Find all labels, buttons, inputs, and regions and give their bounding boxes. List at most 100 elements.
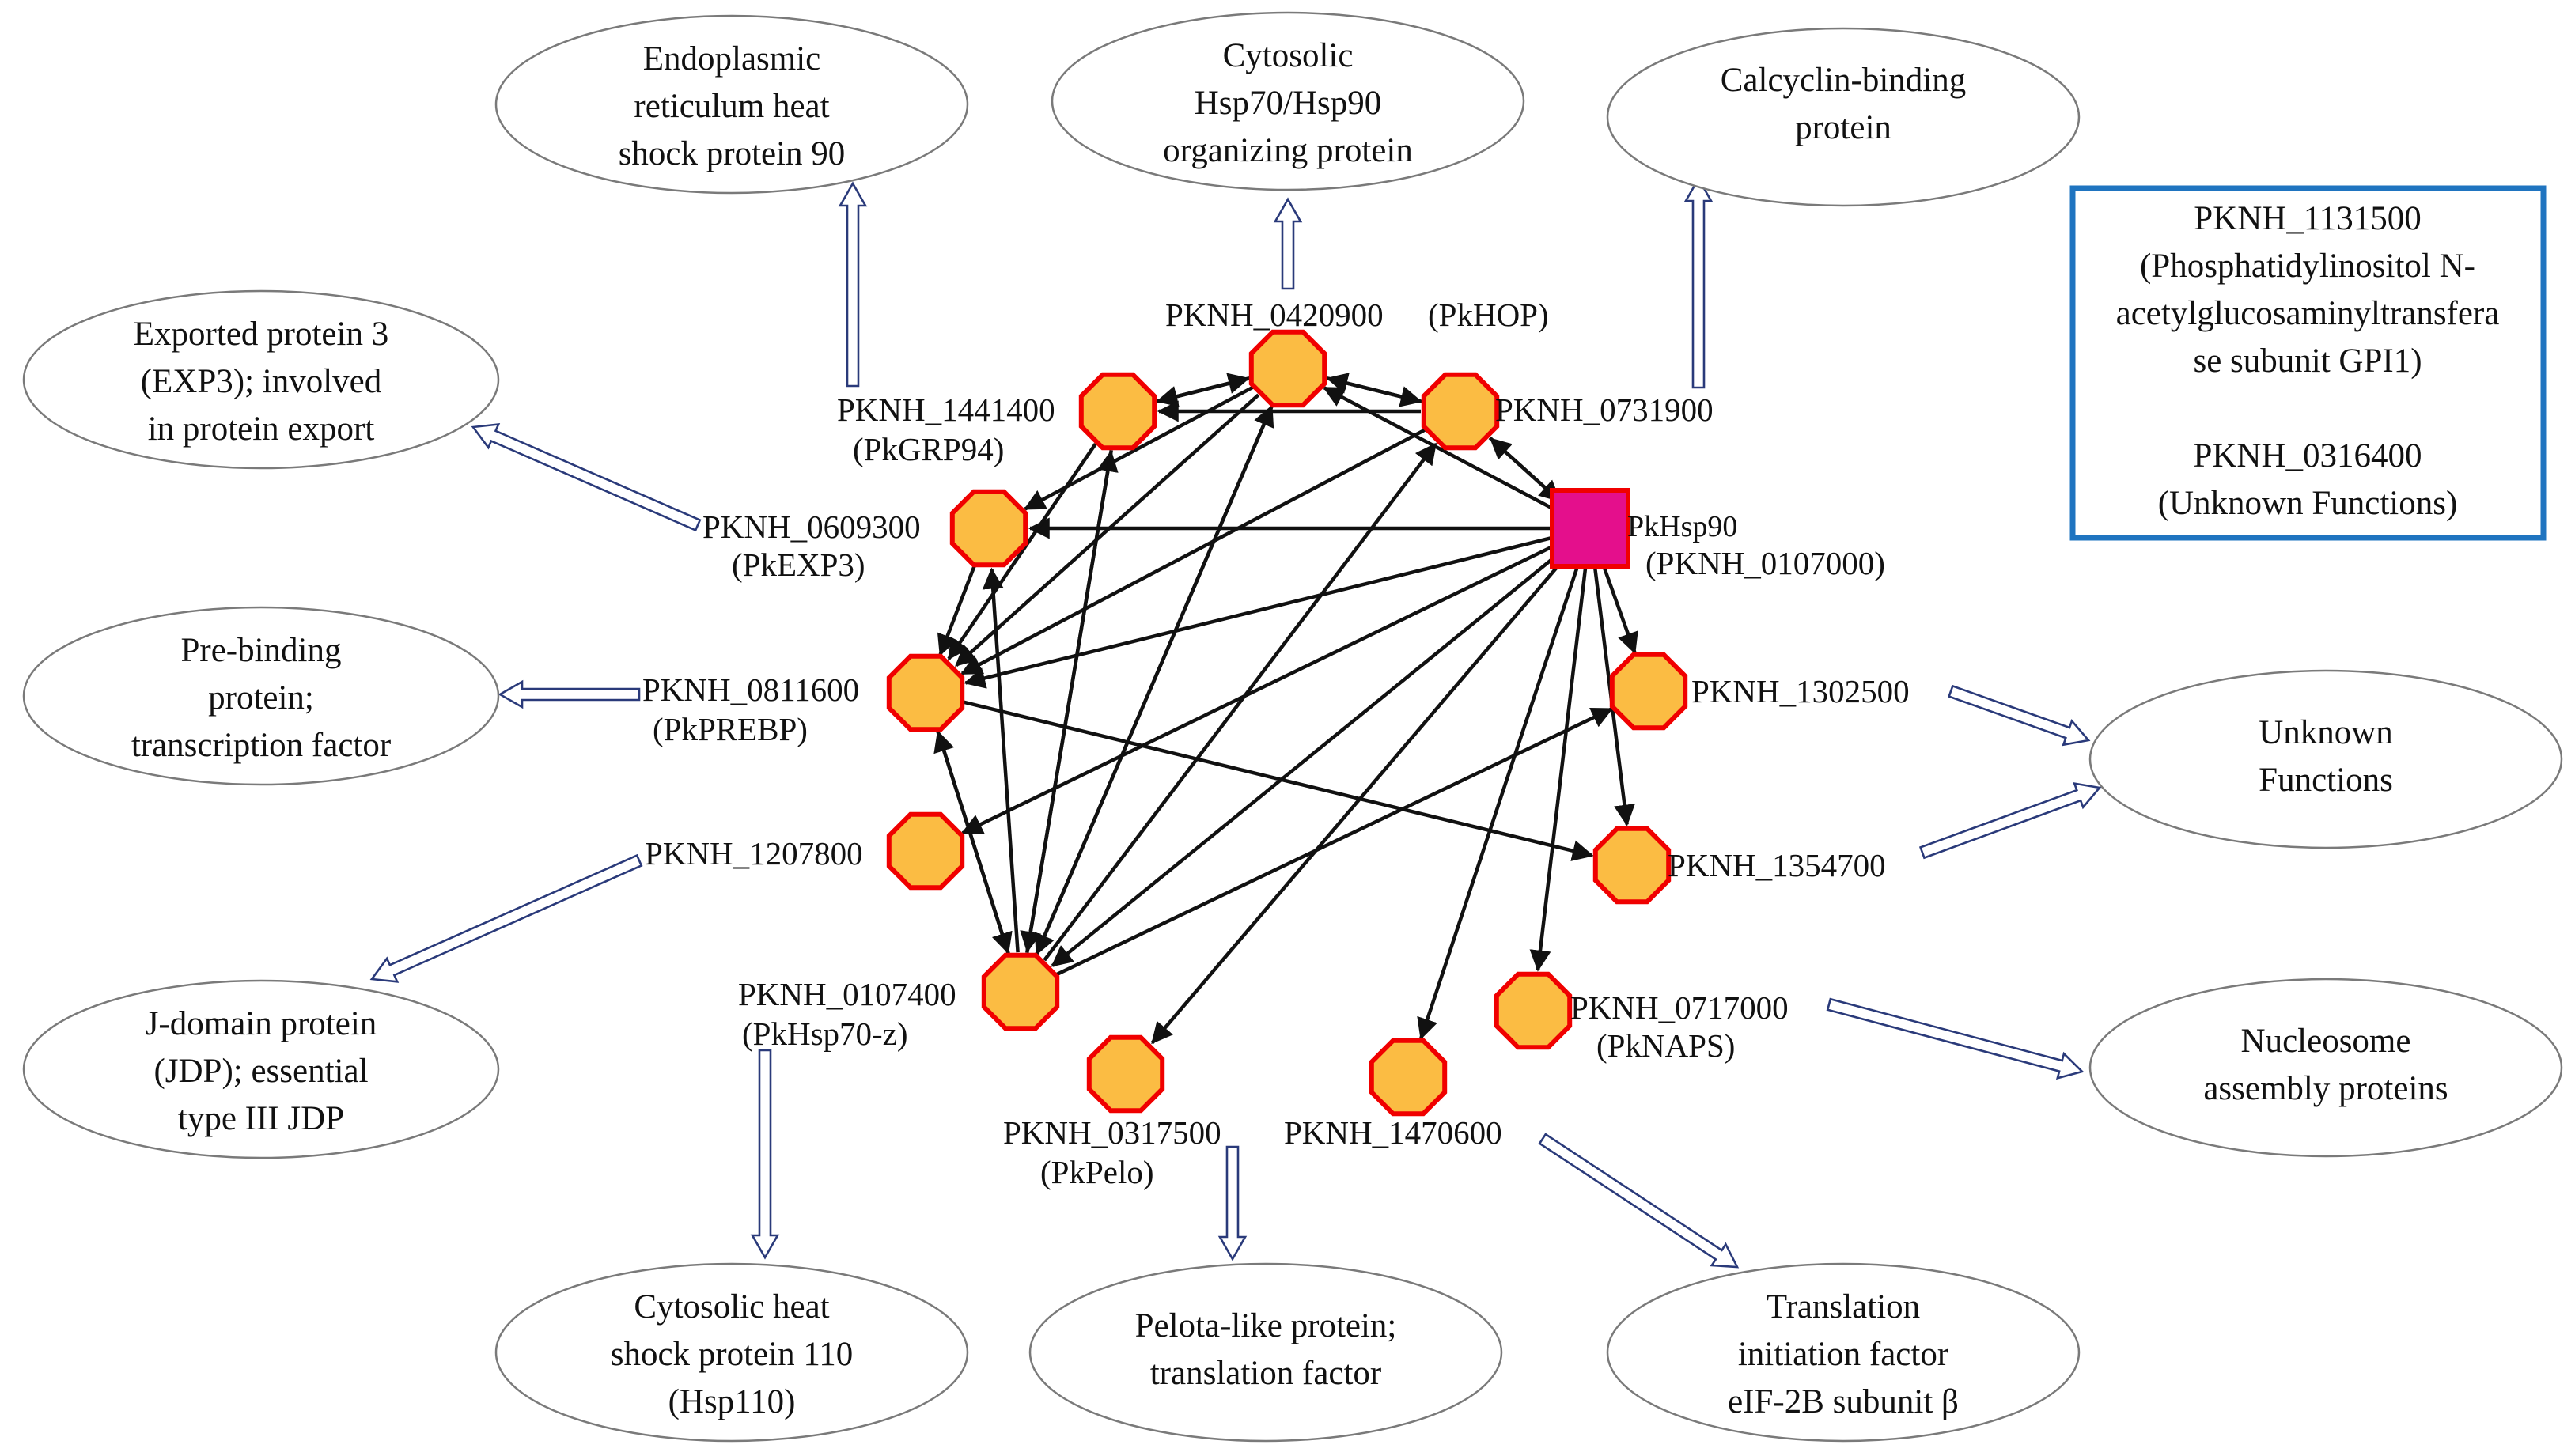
bubble-line: Exported protein 3 — [134, 316, 388, 353]
function-bubble-hop: Cytosolic Hsp70/Hsp90 organizing protein — [1051, 11, 1525, 191]
bubble-line: Pelota-like protein; — [1135, 1307, 1397, 1344]
hub-node-pkhsp90[interactable] — [1550, 488, 1630, 569]
function-bubble-jdp: J-domain protein (JDP); essential type I… — [22, 979, 500, 1159]
node-labels: PKNH_0420900 (PkHOP) PKNH_0731900 PKNH_1… — [642, 297, 1910, 1190]
node-label-pknh-0811600: PKNH_0811600 — [642, 671, 859, 708]
info-box-border — [2069, 185, 2547, 541]
function-bubble-unknown: Unknown Functions — [2088, 669, 2563, 849]
interaction-edge-hub-n0420900 — [1322, 386, 1558, 512]
node-alias-pknaps: (PkNAPS) — [1596, 1027, 1735, 1064]
node-label-pknh-0731900: PKNH_0731900 — [1495, 391, 1714, 428]
node-label-pknh-0107400: PKNH_0107400 — [738, 976, 956, 1012]
network-node-pknh-1207800[interactable] — [886, 811, 965, 891]
annotation-arrow-unk1 — [1948, 684, 2091, 747]
node-label-pknh-0609300: PKNH_0609300 — [702, 509, 921, 545]
network-node-pknh-0609300[interactable] — [949, 489, 1028, 568]
interaction-edge-hub-n1470600 — [1417, 563, 1581, 1040]
interaction-edge-n0731900-n0811600 — [960, 428, 1426, 675]
bubble-line: organizing protein — [1163, 132, 1413, 169]
network-node-pknh-1354700[interactable] — [1592, 826, 1672, 905]
function-bubbles: Endoplasmic reticulum heat shock protein… — [22, 11, 2563, 1443]
bubble-line: Functions — [2259, 762, 2393, 799]
bubble-line: Endoplasmic — [643, 40, 821, 78]
info-box-line: PKNH_1131500 — [2194, 200, 2421, 237]
network-node-pknh-1470600[interactable] — [1369, 1038, 1448, 1117]
network-node-pknh-0317500[interactable] — [1086, 1034, 1165, 1114]
annotation-arrow-nuc — [1826, 997, 2085, 1080]
interaction-edge-n0107400-n0731900 — [1043, 442, 1437, 962]
node-label-pknh-0717000: PKNH_0717000 — [1570, 989, 1789, 1026]
info-box-line: se subunit GPI1) — [2193, 342, 2422, 380]
network-node-pknh-0420900[interactable] — [1248, 329, 1327, 408]
node-alias-pkhsp70-z: (PkHsp70-z) — [742, 1015, 908, 1052]
node-label-pknh-1441400: PKNH_1441400 — [837, 391, 1055, 428]
bubble-line: Pre-binding — [180, 632, 341, 669]
bubble-ellipse — [22, 289, 500, 470]
info-box-line: (Phosphatidylinositol N- — [2140, 248, 2475, 285]
network-node-pknh-0811600[interactable] — [886, 653, 965, 732]
interaction-edge-hub-n0717000 — [1529, 565, 1588, 972]
bubble-line: (EXP3); involved — [141, 363, 382, 400]
interaction-edge-n0731900-hub — [1488, 436, 1562, 502]
info-box-line: (Unknown Functions) — [2158, 485, 2458, 522]
annotation-arrow-er — [838, 181, 868, 388]
bubble-ellipse — [494, 14, 969, 195]
network-node-pknh-0717000[interactable] — [1494, 971, 1573, 1050]
hub-label-pknh-0107000: (PKNH_0107000) — [1645, 545, 1885, 581]
function-bubble-exp3: Exported protein 3 (EXP3); involved in p… — [22, 289, 500, 470]
node-label-pknh-0420900: PKNH_0420900 — [1165, 297, 1384, 333]
node-alias-pkexp3: (PkEXP3) — [732, 546, 865, 583]
annotation-arrow-pre — [498, 679, 641, 709]
info-box-line: acetylglucosaminyltransfera — [2116, 295, 2500, 332]
interaction-edge-n1441400-n0811600 — [947, 443, 1097, 660]
bubble-line: protein; — [208, 679, 314, 717]
bubble-line: Hsp70/Hsp90 — [1195, 85, 1382, 122]
bubble-line: J-domain protein — [146, 1005, 377, 1042]
interaction-edge-n0107400-n0420900 — [1034, 404, 1274, 956]
bubble-ellipse — [22, 606, 500, 786]
node-alias-pkprebp: (PkPREBP) — [653, 711, 808, 747]
info-box: PKNH_1131500 (Phosphatidylinositol N- ac… — [2069, 185, 2547, 541]
annotation-arrow-cal — [1683, 176, 1714, 389]
interaction-edge-hub-n0107400 — [1051, 550, 1562, 967]
interaction-edges — [933, 373, 1638, 1045]
node-label-pknh-1354700: PKNH_1354700 — [1668, 847, 1886, 883]
node-label-pknh-1302500: PKNH_1302500 — [1691, 673, 1910, 709]
bubble-ellipse — [1606, 1262, 2081, 1443]
bubble-ellipse — [494, 1262, 969, 1443]
function-bubble-prebp: Pre-binding protein; transcription facto… — [22, 606, 500, 786]
network-nodes — [886, 329, 1688, 1117]
annotation-arrows — [369, 176, 2102, 1269]
bubble-line: shock protein 110 — [611, 1336, 854, 1373]
node-alias-pkpelo: (PkPelo) — [1040, 1154, 1154, 1190]
interaction-edge-n0731900-n0420900 — [1326, 373, 1423, 404]
bubble-line: reticulum heat — [634, 88, 829, 125]
function-bubble-er-hsp90: Endoplasmic reticulum heat shock protein… — [494, 14, 969, 195]
node-label-pknh-1470600: PKNH_1470600 — [1284, 1114, 1502, 1151]
function-bubble-pelota: Pelota-like protein; translation factor — [1028, 1262, 1503, 1443]
bubble-line: initiation factor — [1738, 1336, 1948, 1373]
network-node-pknh-1441400[interactable] — [1078, 372, 1157, 451]
network-node-pknh-1302500[interactable] — [1609, 652, 1688, 731]
bubble-line: assembly proteins — [2203, 1070, 2448, 1107]
bubble-ellipse — [1028, 1262, 1503, 1443]
bubble-line: translation factor — [1150, 1355, 1382, 1392]
interaction-edge-n1441400-n0107400 — [1020, 449, 1113, 953]
annotation-arrow-eif — [1538, 1133, 1740, 1269]
annotation-arrow-hsp110 — [750, 1049, 780, 1260]
annotation-arrow-exp — [471, 422, 702, 532]
interaction-edge-n0811600-n1354700 — [964, 700, 1594, 861]
bubble-line: Nucleosome — [2241, 1023, 2411, 1060]
node-alias-pkgrp94: (PkGRP94) — [853, 431, 1004, 467]
interaction-edge-hub-n1302500 — [1601, 563, 1638, 655]
bubble-line: in protein export — [148, 410, 375, 448]
node-alias-pkhop: (PkHOP) — [1428, 297, 1549, 333]
bubble-ellipse — [22, 979, 500, 1159]
function-bubble-eif2b: Translation initiation factor eIF-2B sub… — [1606, 1262, 2081, 1443]
network-node-pknh-0107400[interactable] — [981, 952, 1060, 1031]
bubble-line: Cytosolic heat — [634, 1288, 829, 1326]
function-bubble-calcyclin: Calcyclin-binding protein — [1606, 27, 2081, 207]
network-node-pknh-0731900[interactable] — [1421, 372, 1500, 451]
annotation-arrow-jdp — [369, 853, 643, 983]
interaction-edge-n0609300-n0811600 — [937, 564, 977, 656]
